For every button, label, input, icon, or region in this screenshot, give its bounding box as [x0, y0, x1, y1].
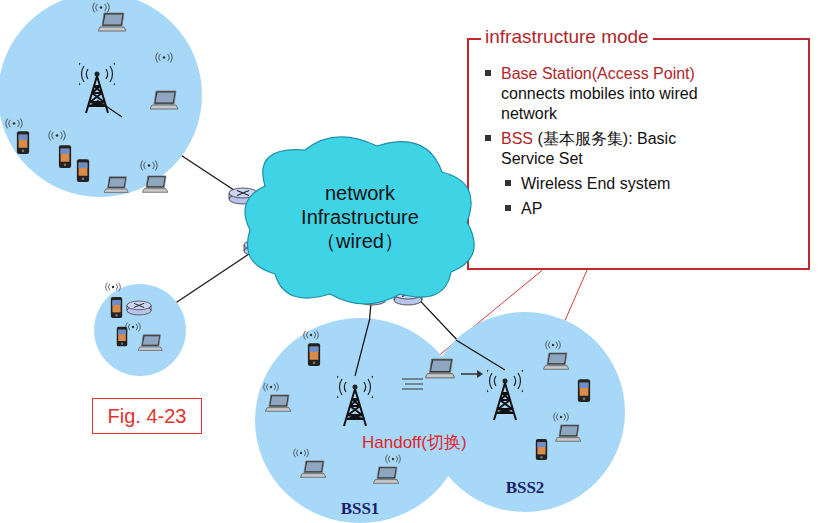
- waves-icon: [294, 449, 308, 458]
- bullet-text: BSS (基本服务集): Basic Service Set: [501, 129, 716, 169]
- phone-icon: [536, 439, 547, 460]
- tower-icon: [484, 370, 525, 420]
- bullet-phrase: connects mobiles into wired network: [501, 85, 698, 122]
- cell-name: BSS1: [255, 499, 465, 519]
- waves-icon: [554, 413, 568, 422]
- laptop-icon: [300, 461, 325, 477]
- waves-icon: [546, 341, 560, 350]
- bullet-phrase: Wireless End system: [521, 175, 670, 192]
- waves-icon: [264, 383, 278, 392]
- bullet-text: Wireless End system: [521, 174, 741, 194]
- bullet-item: BSS (基本服务集): Basic Service Set: [483, 129, 793, 169]
- bullet-square: [485, 70, 491, 76]
- network-cloud: network Infrastructure （wired）: [235, 128, 485, 305]
- laptop-icon: [373, 467, 398, 483]
- bullet-square: [505, 180, 511, 186]
- laptop-icon: [425, 359, 454, 378]
- handoff-label: Handoff(切换): [362, 431, 467, 454]
- bullet-text: AP: [521, 199, 741, 219]
- bullet-square: [485, 135, 491, 141]
- waves-icon: [386, 455, 400, 464]
- waves-icon: [304, 331, 318, 340]
- laptop-icon: [543, 353, 568, 369]
- mode-box: infrastructure modeBase Station(Access P…: [467, 38, 810, 270]
- bullet-phrase: AP: [521, 200, 542, 217]
- tower-icon: [334, 376, 375, 426]
- box-heading: infrastructure mode: [481, 26, 653, 48]
- bullet-list: Base Station(Access Point) connects mobi…: [483, 64, 793, 224]
- phone-icon: [578, 379, 590, 402]
- bss-cell: BSS2: [425, 312, 625, 512]
- link-line: [565, 270, 587, 320]
- bullet-phrase: BSS: [501, 130, 533, 147]
- sub-bullet-item: Wireless End system: [483, 174, 793, 194]
- bullet-square: [505, 205, 511, 211]
- motion-lines: [402, 379, 423, 389]
- sub-bullet-item: AP: [483, 199, 793, 219]
- bullet-item: Base Station(Access Point) connects mobi…: [483, 64, 793, 124]
- phone-icon: [308, 343, 320, 366]
- handoff-arrowhead: [477, 370, 483, 378]
- laptop-icon: [265, 395, 290, 411]
- bullet-phrase: Base Station(Access Point): [501, 65, 695, 82]
- figure-tag: Fig. 4-23: [92, 398, 202, 434]
- cloud-shape: [245, 137, 474, 304]
- cell-outline: [425, 312, 625, 512]
- bullet-text: Base Station(Access Point) connects mobi…: [501, 64, 716, 124]
- wire: [456, 340, 505, 370]
- figure-label: Fig. 4-23: [93, 399, 201, 433]
- wire: [355, 318, 370, 376]
- cloud-label: network Infrastructure （wired）: [285, 181, 435, 253]
- laptop-icon: [555, 425, 580, 441]
- cell-name: BSS2: [425, 478, 625, 498]
